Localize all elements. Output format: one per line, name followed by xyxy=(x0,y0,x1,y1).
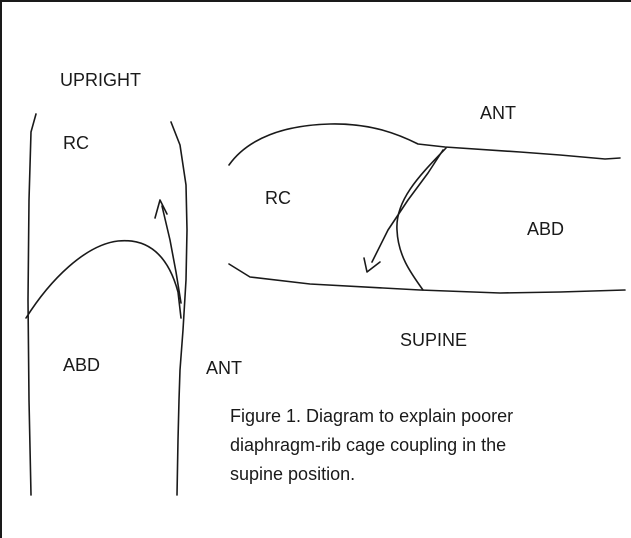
supine-title: SUPINE xyxy=(400,331,467,349)
upright-abdomen-label: ABD xyxy=(63,356,100,374)
upright-anterior-wall xyxy=(171,122,187,495)
figure-caption: Figure 1. Diagram to explain poorer diap… xyxy=(230,402,630,489)
upright-diaphragm xyxy=(26,241,181,318)
supine-displacement-arrow-shaft xyxy=(372,150,443,262)
supine-upper-wall xyxy=(229,124,620,165)
upright-displacement-arrow-shaft xyxy=(162,206,181,303)
supine-abdomen-label: ABD xyxy=(527,220,564,238)
upright-title: UPRIGHT xyxy=(60,71,141,89)
supine-rib-cage-label: RC xyxy=(265,189,291,207)
caption-line: diaphragm-rib cage coupling in the xyxy=(230,431,630,460)
upright-rib-cage-label: RC xyxy=(63,134,89,152)
upright-anterior-label: ANT xyxy=(206,359,242,377)
caption-line: Figure 1. Diagram to explain poorer xyxy=(230,402,630,431)
supine-diaphragm xyxy=(397,148,446,290)
upright-displacement-arrowhead xyxy=(155,200,167,218)
supine-displacement-arrowhead xyxy=(364,258,380,272)
supine-anterior-label: ANT xyxy=(480,104,516,122)
caption-line: supine position. xyxy=(230,460,630,489)
supine-lower-wall xyxy=(229,264,625,293)
